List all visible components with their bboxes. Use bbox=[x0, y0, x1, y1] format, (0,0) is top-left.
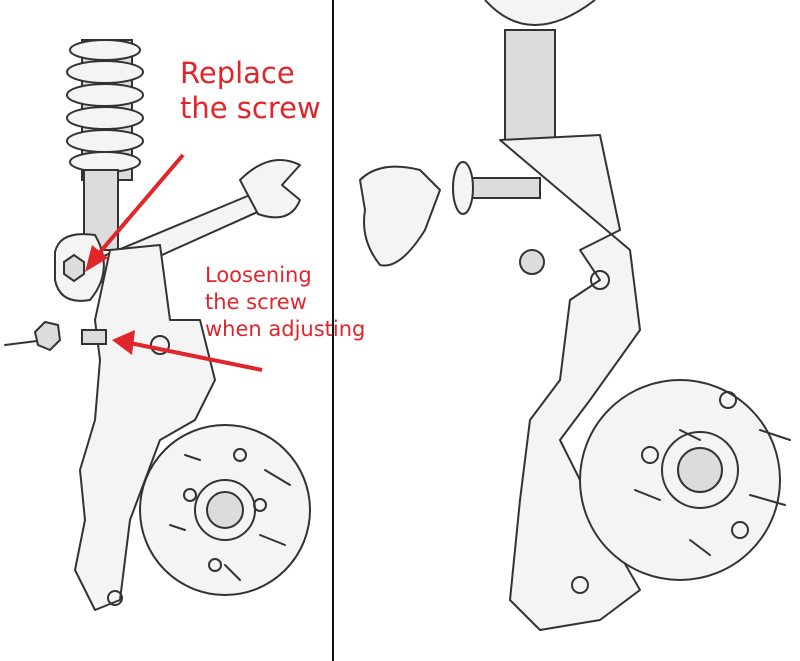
replace-screw-annotation: Replace the screw bbox=[180, 56, 321, 126]
wheel-hub bbox=[139, 424, 311, 596]
left-strut-assembly bbox=[4, 39, 311, 611]
adjust-bolt bbox=[4, 320, 107, 352]
loosen-line-1: Loosening bbox=[205, 263, 312, 287]
red-arrows bbox=[85, 153, 263, 372]
right-strut-assembly bbox=[359, 0, 791, 631]
hand-with-bolt bbox=[359, 161, 545, 275]
wheel-hub-right bbox=[571, 270, 791, 594]
loosen-screw-annotation: Loosening the screw when adjusting bbox=[205, 262, 365, 343]
replace-line-2: the screw bbox=[180, 91, 321, 125]
replace-line-1: Replace bbox=[180, 56, 295, 90]
loosen-line-3: when adjusting bbox=[205, 317, 366, 341]
loosen-line-2: the screw bbox=[205, 290, 307, 314]
steering-knuckle-right bbox=[499, 134, 641, 631]
steering-knuckle bbox=[74, 244, 216, 611]
coil-spring bbox=[66, 39, 144, 181]
